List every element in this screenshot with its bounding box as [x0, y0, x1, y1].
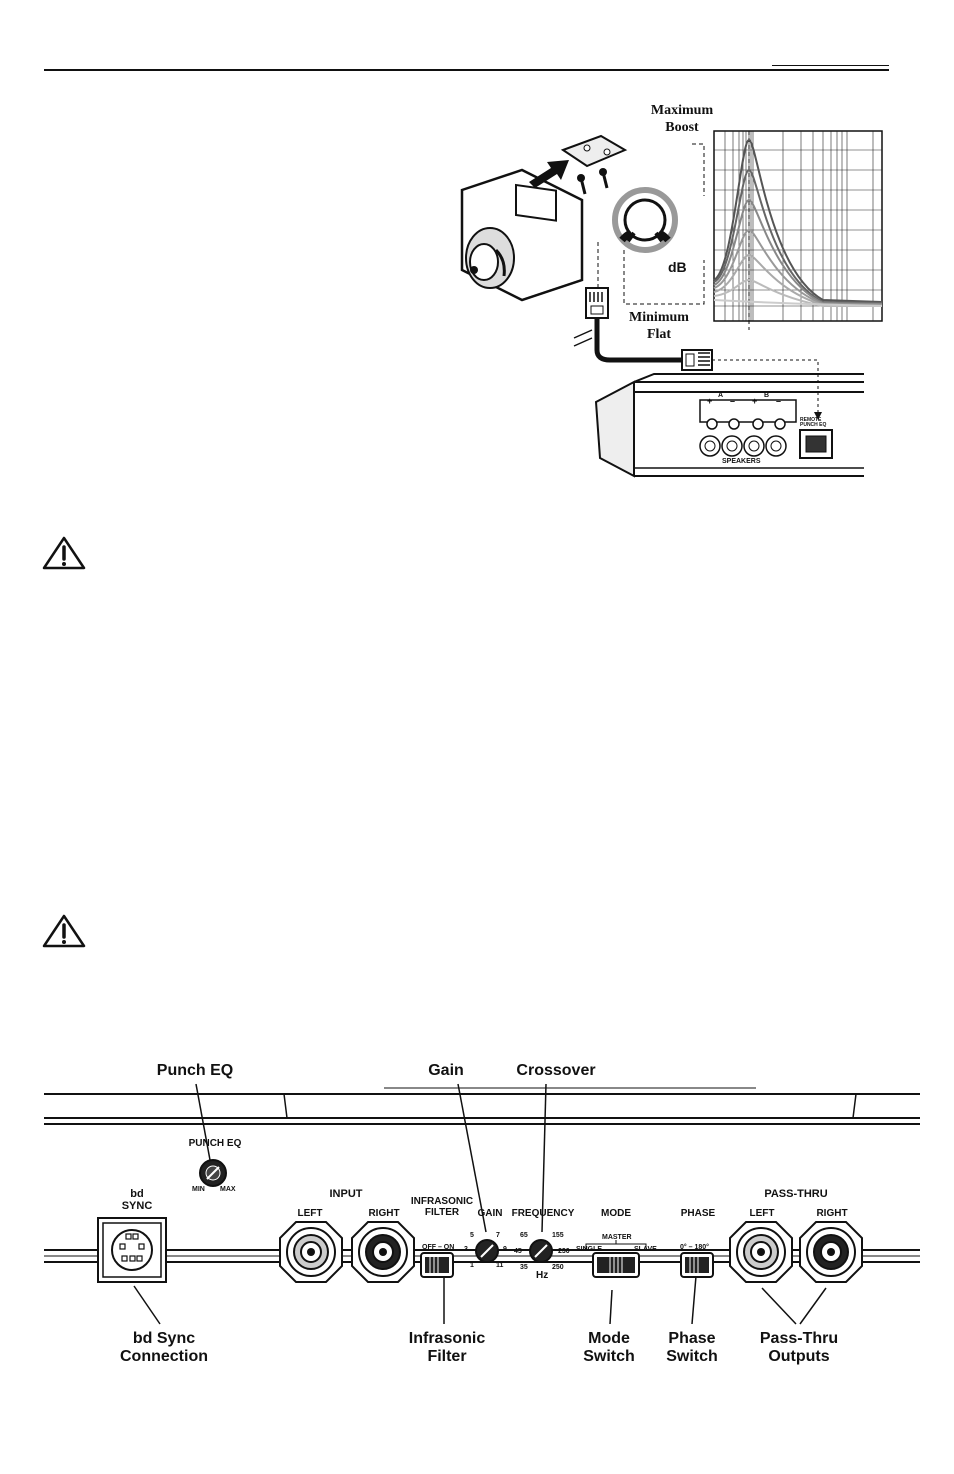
mode-slave-label: SLAVE	[634, 1246, 657, 1253]
input-left-rca-jack[interactable]	[278, 1220, 344, 1284]
terminal-minus-a: –	[730, 396, 736, 406]
mount-bracket-illustration	[529, 134, 628, 195]
db-dial-icon	[612, 187, 678, 253]
frequency-panel-label: FREQUENCY	[511, 1208, 575, 1219]
input-left-label: LEFT	[297, 1208, 323, 1219]
gain-scale-9: 9	[503, 1246, 507, 1253]
freq-scale-35: 35	[520, 1264, 528, 1271]
max-boost-caption: Maximum Boost	[650, 103, 714, 135]
gain-knob[interactable]	[474, 1238, 500, 1264]
punch-eq-callout: Punch EQ	[156, 1062, 234, 1079]
gain-scale-3: 3	[464, 1246, 468, 1253]
remote-punch-eq-port-label: REMOTE PUNCH EQ	[800, 417, 827, 428]
warning-icon	[42, 914, 86, 948]
phase-panel-label: PHASE	[680, 1208, 716, 1219]
freq-scale-230: 230	[558, 1248, 570, 1255]
frequency-knob[interactable]	[528, 1238, 554, 1264]
terminal-label-a: A	[718, 392, 724, 399]
pass-thru-left-label: LEFT	[749, 1208, 775, 1219]
pass-thru-left-rca-jack[interactable]	[728, 1220, 794, 1284]
punch-eq-max-label: MAX	[220, 1186, 236, 1193]
speakers-label: SPEAKERS	[722, 458, 761, 465]
pass-thru-right-rca-jack[interactable]	[798, 1220, 864, 1284]
phase-range-label: 0° – 180°	[680, 1244, 709, 1251]
gain-scale-11: 11	[496, 1262, 504, 1269]
pass-thru-right-label: RIGHT	[816, 1208, 848, 1219]
punch-eq-panel-label: PUNCH EQ	[188, 1138, 242, 1149]
input-right-label: RIGHT	[368, 1208, 400, 1219]
remote-housing-illustration	[460, 168, 584, 302]
punch-eq-response-graph	[713, 130, 883, 330]
gain-scale-7: 7	[496, 1232, 500, 1239]
punch-eq-knob[interactable]	[198, 1158, 228, 1188]
mode-switch-callout: Mode Switch	[583, 1330, 635, 1365]
bd-sync-panel-label: bd SYNC	[121, 1188, 153, 1212]
bd-sync-connector[interactable]	[96, 1216, 168, 1284]
header-rule	[44, 69, 889, 71]
remote-cable-illustration	[573, 242, 822, 420]
phase-switch-callout: Phase Switch	[666, 1330, 718, 1365]
punch-eq-min-label: MIN	[192, 1186, 205, 1193]
gain-scale-5: 5	[470, 1232, 474, 1239]
amplifier-end-illustration	[594, 373, 864, 478]
input-right-rca-jack[interactable]	[350, 1220, 416, 1284]
infrasonic-filter-panel-label: INFRASONIC FILTER	[410, 1196, 474, 1218]
infrasonic-filter-callout: Infrasonic Filter	[408, 1330, 486, 1365]
freq-scale-250: 250	[552, 1264, 564, 1271]
db-label: dB	[668, 259, 687, 275]
gain-panel-label: GAIN	[477, 1208, 503, 1219]
infrasonic-filter-switch[interactable]	[420, 1252, 454, 1278]
gain-callout: Gain	[428, 1062, 464, 1079]
mode-switch[interactable]	[592, 1252, 640, 1278]
terminal-plus-a: +	[707, 396, 713, 406]
min-flat-caption: Minimum Flat	[629, 310, 689, 342]
bd-sync-callout: bd Sync Connection	[120, 1330, 208, 1365]
mode-single-label: SINGLE	[576, 1246, 603, 1253]
freq-scale-45: 45	[514, 1248, 522, 1255]
freq-scale-65: 65	[520, 1232, 528, 1239]
gain-scale-1: 1	[470, 1262, 474, 1269]
input-panel-label: INPUT	[329, 1188, 363, 1200]
terminal-plus-b: +	[752, 396, 758, 406]
phase-switch[interactable]	[680, 1252, 714, 1278]
freq-scale-155: 155	[552, 1232, 564, 1239]
frequency-hz-label: Hz	[536, 1270, 549, 1281]
pass-thru-outputs-callout: Pass-Thru Outputs	[759, 1330, 839, 1365]
terminal-label-b: B	[764, 392, 770, 399]
mode-master-label: MASTER	[602, 1234, 632, 1241]
mode-panel-label: MODE	[601, 1208, 631, 1219]
pass-thru-panel-label: PASS-THRU	[764, 1188, 828, 1200]
crossover-callout: Crossover	[516, 1062, 596, 1079]
mode-brackets	[585, 1240, 647, 1249]
dial-range-bracket	[623, 143, 705, 305]
infrasonic-off-on-label: OFF – ON	[422, 1244, 455, 1251]
terminal-minus-b: –	[776, 396, 782, 406]
header-short-rule	[772, 65, 889, 66]
warning-icon	[42, 536, 86, 570]
